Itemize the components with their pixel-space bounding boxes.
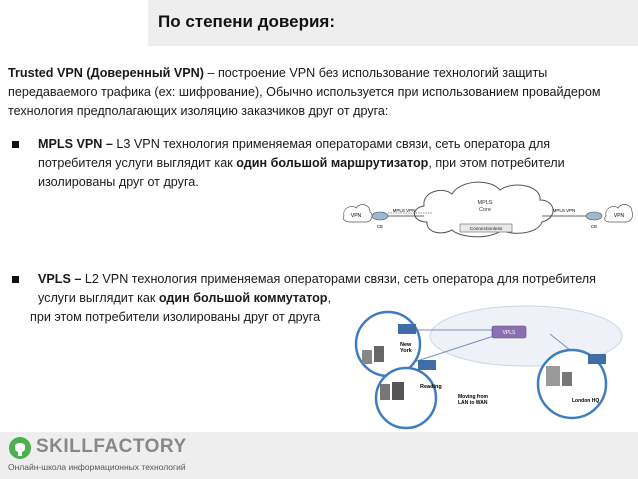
page-title: По степени доверия: (158, 12, 335, 31)
bullet-term: MPLS VPN – (38, 137, 113, 151)
right-ce-label: CE (591, 224, 597, 229)
core-label-2: Core (479, 207, 491, 213)
london-switch-icon (588, 354, 606, 364)
bullet-vpls: VPLS – L2 VPN технология применяемая опе… (12, 270, 622, 327)
bullet-text-line3: при этом потребители изолированы друг от… (30, 310, 321, 324)
bullet-text-end: , при этом потребители изолированы друг … (38, 156, 565, 189)
newyork-switch-icon (398, 324, 416, 334)
intro-term: Trusted VPN (Доверенный VPN) (8, 66, 204, 80)
right-mpls-label: MPLS VPN (553, 208, 576, 213)
reading-site-ring (374, 366, 438, 430)
server-icon (562, 372, 572, 386)
newyork-label-1: New (400, 342, 412, 348)
core-label-1: MPLS (478, 200, 493, 206)
left-mpls-label: MPLS VPN (393, 208, 416, 213)
vpls-diagram: VPLS New York Reading London HQ Moving f… (354, 305, 623, 430)
bullet-square-icon (12, 276, 19, 283)
left-vpn-label: VPN (351, 213, 362, 219)
london-label: London HQ (572, 398, 599, 404)
server-icon (362, 350, 372, 364)
connectionless-box (459, 223, 513, 233)
logo-tagline: Онлайн-школа информационных технологий (8, 462, 186, 472)
intro-text: – построение VPN без использование техно… (8, 66, 601, 118)
moving-label-1: Moving from (458, 394, 489, 400)
link-line (413, 333, 501, 363)
bullet-mpls: MPLS VPN – L3 VPN технология применяемая… (12, 135, 612, 192)
server-icon (380, 384, 390, 400)
mpls-vpn-diagram: MPLS Core Connectionless VPN CE MPLS VPN… (342, 172, 634, 250)
right-vpn-label: VPN (614, 213, 625, 219)
left-vpn-cloud (342, 204, 373, 223)
reading-switch-icon (418, 360, 436, 370)
left-router-icon (371, 211, 389, 221)
bullet-text: L3 VPN технология применяемая операторам… (38, 137, 551, 170)
bullet-square-icon (12, 141, 19, 148)
newyork-label-2: York (400, 348, 413, 354)
title-bar (148, 0, 638, 46)
moving-label-2: LAN to WAN (458, 400, 488, 406)
right-vpn-cloud (604, 204, 634, 223)
intro-paragraph: Trusted VPN (Доверенный VPN) – построени… (8, 64, 608, 121)
reading-label: Reading (420, 384, 442, 390)
bullet-emphasis: один большой маршрутизатор (236, 156, 429, 170)
server-icon (546, 366, 560, 386)
footer-bar (0, 432, 638, 479)
logo-wordmark: SKILLFACTORY (36, 436, 187, 457)
mpls-core-cloud (414, 181, 554, 238)
vpls-switch-icon (491, 325, 527, 339)
skillfactory-logo-icon (9, 437, 31, 459)
left-ce-label: CE (377, 224, 383, 229)
bullet-text-end: , (327, 291, 331, 305)
bullet-emphasis: один большой коммутатор (158, 291, 328, 305)
conn-label: Connectionless (470, 226, 503, 232)
bullet-text: L2 VPN технология применяемая операторам… (38, 272, 596, 305)
vpls-label: VPLS (503, 330, 516, 336)
server-icon (392, 382, 404, 400)
server-icon (374, 346, 384, 362)
bullet-term: VPLS – (38, 272, 82, 286)
right-router-icon (585, 211, 603, 221)
